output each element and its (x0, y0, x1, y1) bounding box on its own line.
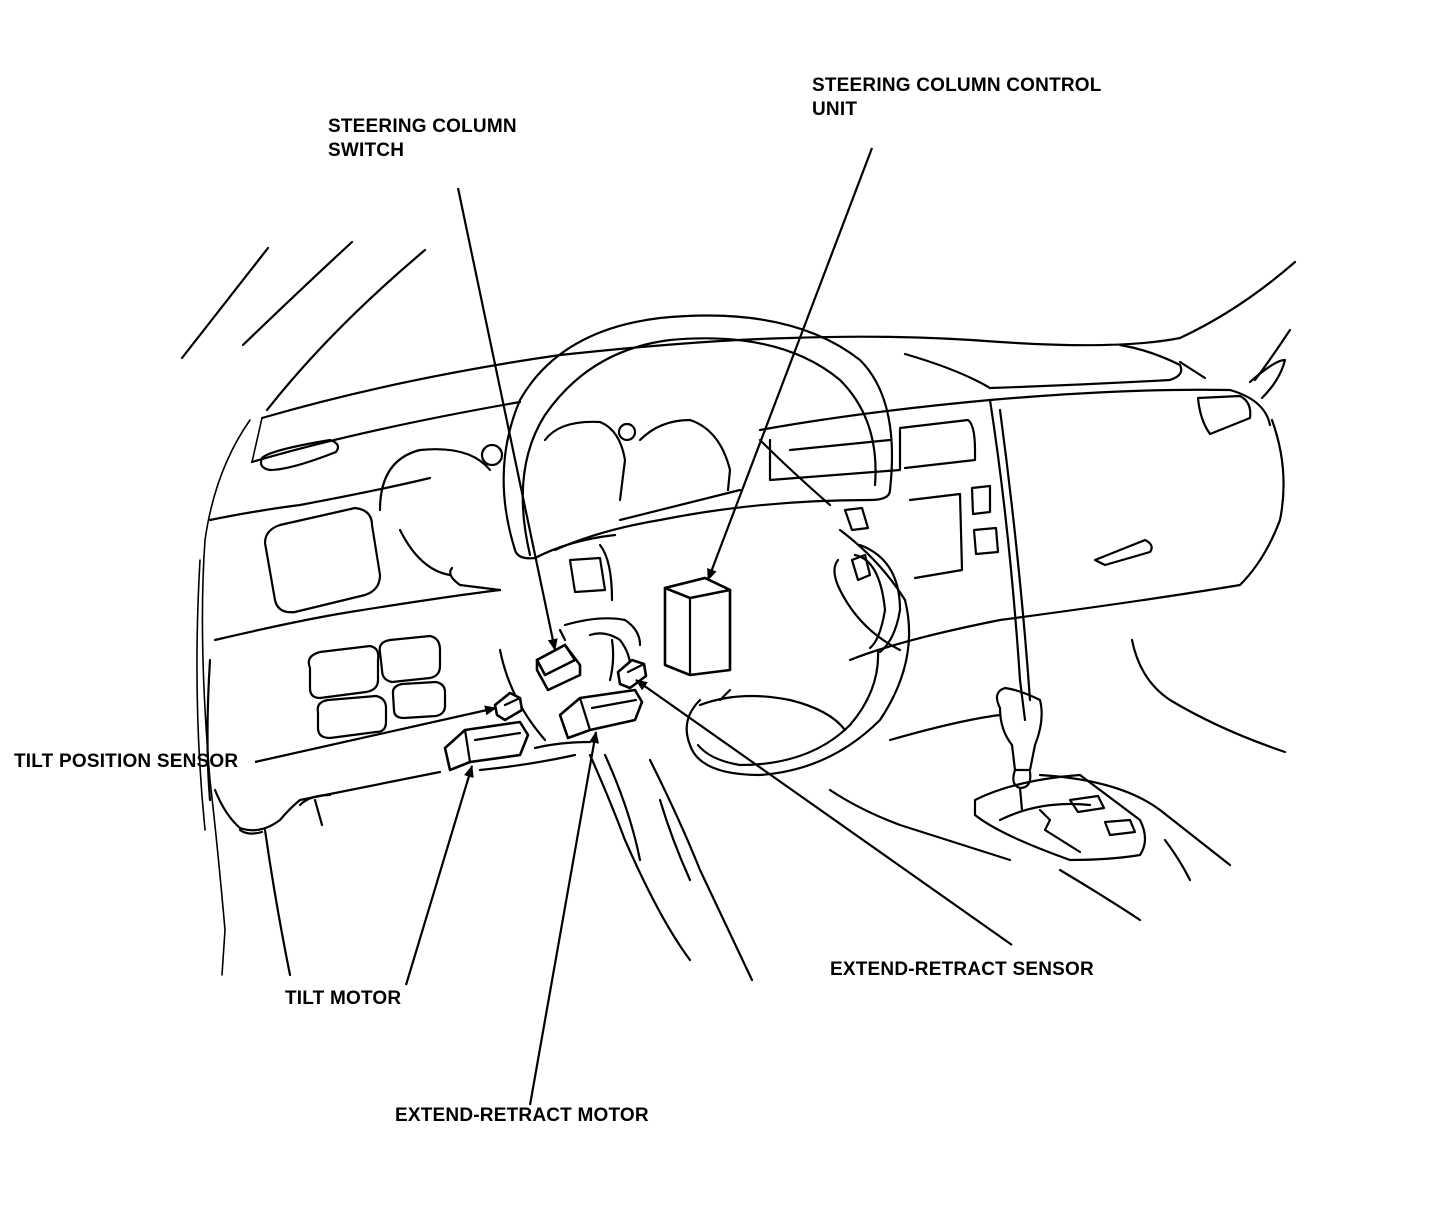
dashboard-outline (250, 260, 1297, 754)
steering-column-switch-part (535, 643, 582, 692)
label-steering-column-control-unit: STEERING COLUMN CONTROL UNIT (812, 75, 1102, 120)
a-pillar (180, 240, 427, 977)
steering-column (478, 617, 754, 982)
label-steering-column-switch: STEERING COLUMN SWITCH (328, 116, 517, 161)
leader-extend-retract-motor (528, 731, 600, 1106)
center-console (768, 398, 1232, 922)
label-extend-retract-sensor: EXTEND-RETRACT SENSOR (830, 959, 1094, 980)
leader-control-unit (706, 147, 874, 581)
label-tilt-motor: TILT MOTOR (285, 988, 402, 1009)
leader-tilt-motor (404, 765, 474, 986)
tilt-position-sensor-part (493, 691, 524, 722)
control-unit-part (663, 576, 732, 677)
left-panel (206, 476, 502, 835)
leader-lines (254, 147, 1013, 1106)
leader-extend-retract-sensor (635, 679, 1013, 946)
steering-wheel (498, 314, 911, 777)
tilt-motor-part (443, 720, 530, 772)
label-extend-retract-motor: EXTEND-RETRACT MOTOR (395, 1105, 649, 1126)
leader-tilt-position-sensor (254, 705, 497, 764)
leader-steering-column-switch (456, 187, 558, 651)
instrument-cluster (378, 418, 742, 592)
label-tilt-position-sensor: TILT POSITION SENSOR (14, 751, 239, 772)
extend-retract-motor-part (558, 688, 644, 740)
